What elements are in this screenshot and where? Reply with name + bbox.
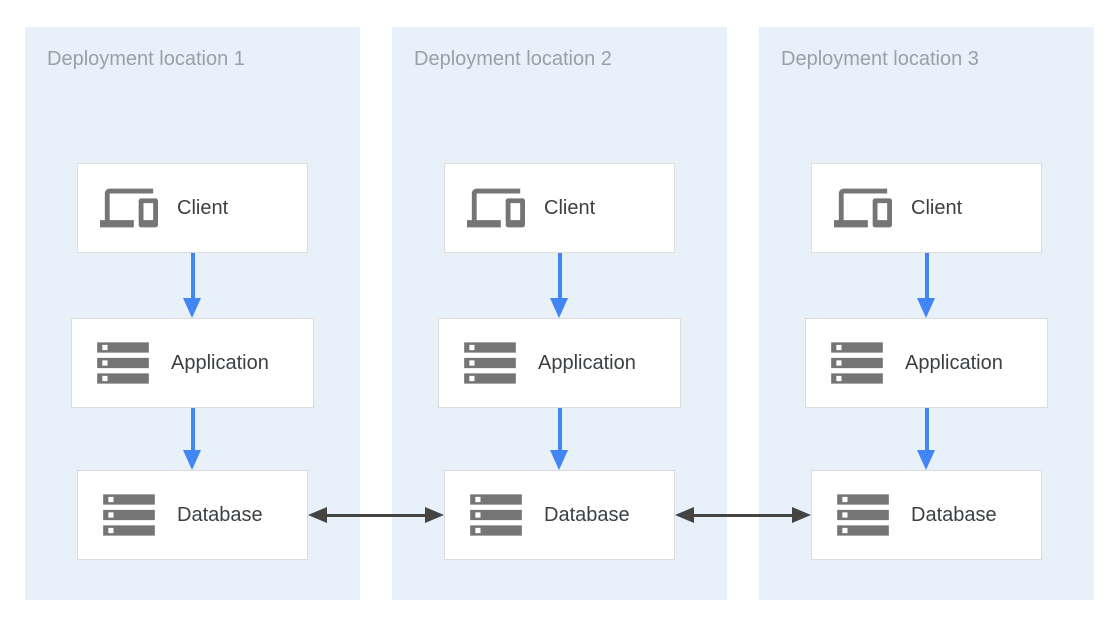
arrowhead-left-icon: [675, 507, 694, 523]
node-label: Application: [905, 351, 1003, 374]
node-label: Database: [911, 503, 997, 526]
node-label: Database: [544, 503, 630, 526]
deployment-location-2-panel: Deployment location 2 Client Application…: [392, 27, 727, 600]
flow-arrow-application-to-database: [183, 408, 202, 470]
panel-title: Deployment location 1: [47, 48, 245, 70]
panel-title: Deployment location 3: [781, 48, 979, 70]
client-node: Client: [811, 163, 1042, 253]
deployment-location-3-panel: Deployment location 3 Client Application…: [759, 27, 1094, 600]
node-label: Client: [544, 196, 596, 219]
devices-icon: [465, 179, 527, 237]
arrowhead-right-icon: [792, 507, 811, 523]
server-stack-icon: [826, 332, 888, 394]
node-label: Application: [171, 351, 269, 374]
deployment-location-1-panel: Deployment location 1 Client Application…: [25, 27, 360, 600]
node-label: Client: [177, 196, 229, 219]
arrowhead-left-icon: [308, 507, 327, 523]
server-stack-icon: [832, 484, 894, 546]
database-node: Database: [77, 470, 308, 560]
devices-icon: [832, 179, 894, 237]
replication-arrow-db2-db3: [675, 507, 811, 523]
application-node: Application: [71, 318, 314, 408]
server-stack-icon: [98, 484, 160, 546]
flow-arrow-application-to-database: [550, 408, 569, 470]
client-node: Client: [77, 163, 308, 253]
database-node: Database: [811, 470, 1042, 560]
replication-arrow-db1-db2: [308, 507, 444, 523]
flow-arrow-application-to-database: [917, 408, 936, 470]
flow-arrow-client-to-application: [550, 253, 569, 318]
server-stack-icon: [92, 332, 154, 394]
application-node: Application: [438, 318, 681, 408]
node-label: Client: [911, 196, 963, 219]
node-label: Database: [177, 503, 263, 526]
arrowhead-right-icon: [425, 507, 444, 523]
server-stack-icon: [465, 484, 527, 546]
devices-icon: [98, 179, 160, 237]
client-node: Client: [444, 163, 675, 253]
flow-arrow-client-to-application: [917, 253, 936, 318]
database-node: Database: [444, 470, 675, 560]
server-stack-icon: [459, 332, 521, 394]
application-node: Application: [805, 318, 1048, 408]
panel-title: Deployment location 2: [414, 48, 612, 70]
node-label: Application: [538, 351, 636, 374]
flow-arrow-client-to-application: [183, 253, 202, 318]
